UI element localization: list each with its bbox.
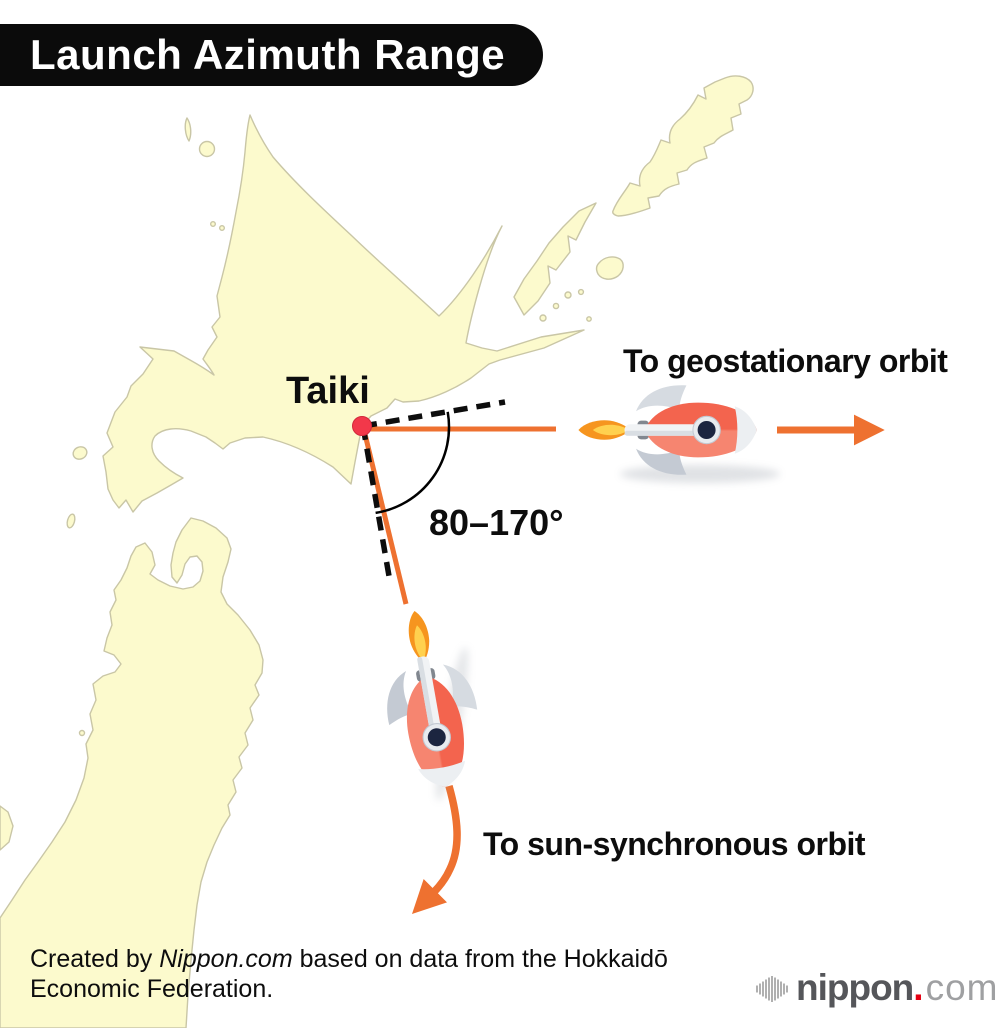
azimuth-170-dashed-line: [360, 425, 392, 577]
credit-source: Nippon.com: [159, 945, 293, 973]
credit-suffix: based on data from the Hokkaidō Economic…: [30, 945, 668, 1003]
azimuth-arc: [375, 411, 451, 515]
rocket-icon-geostationary: [577, 384, 758, 476]
page-title: Launch Azimuth Range: [0, 24, 544, 86]
map-sado-island: [0, 805, 14, 851]
azimuth-80-dashed-line: [362, 399, 506, 429]
rocket-icon-sun-synchronous: [369, 602, 491, 796]
map-habomai-islet: [539, 314, 547, 322]
logo-tld: com: [925, 967, 999, 1008]
map-shikotan-island: [595, 256, 624, 280]
credit-text: Created by Nippon.com based on data from…: [30, 944, 708, 1004]
map-islet: [209, 220, 216, 227]
map-honshu: [0, 517, 264, 1028]
rocket-shadow: [620, 465, 780, 483]
map-habomai-islet: [577, 288, 585, 296]
map-etorofu-island: [612, 75, 754, 217]
taiki-label: Taiki: [286, 370, 370, 412]
logo-name: nippon: [796, 967, 914, 1008]
geostationary-orbit-label: To geostationary orbit: [623, 343, 948, 379]
landmass-group: [0, 75, 754, 1028]
sun-arrow: [412, 784, 461, 915]
azimuth-range-label: 80–170°: [429, 502, 564, 543]
logo-dot: .: [913, 967, 924, 1008]
map-habomai-islet: [552, 302, 560, 310]
map-islet: [66, 513, 76, 529]
map-rishiri-island: [198, 140, 216, 158]
map-islet: [78, 729, 86, 737]
credit-prefix: Created by: [30, 945, 160, 973]
map-kunashiri-island: [513, 202, 597, 316]
map-rebun-island: [184, 117, 192, 142]
map-okushiri-island: [72, 446, 88, 460]
logo-wordmark: nippon.com: [796, 966, 998, 1010]
sun-synchronous-orbit-label: To sun-synchronous orbit: [483, 826, 866, 862]
soundwave-bars-icon: [756, 976, 788, 1002]
map-islet: [218, 224, 225, 231]
map-habomai-islet: [586, 316, 592, 322]
map-hokkaido: [102, 114, 585, 513]
taiki-site-marker: [352, 416, 372, 436]
map-habomai-islet: [564, 291, 572, 299]
